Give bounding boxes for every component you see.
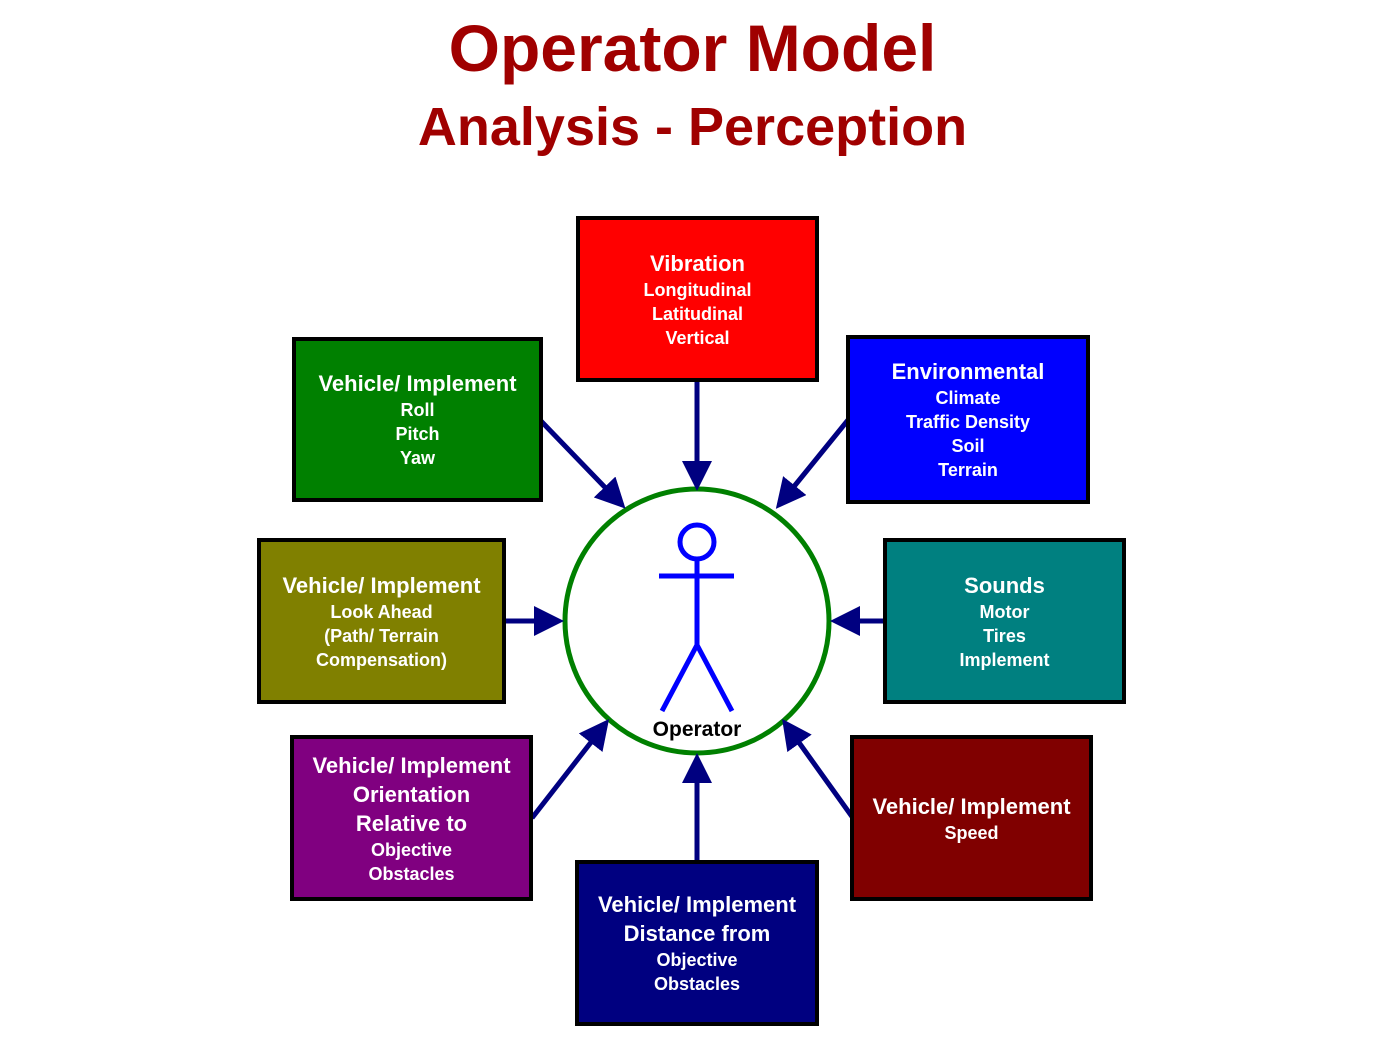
box-heading: Vehicle/ Implement	[318, 371, 517, 396]
box-item: Obstacles	[653, 974, 741, 994]
box-item: Longitudinal	[643, 279, 752, 300]
box-item: Terrain	[938, 460, 998, 480]
box-item: Vertical	[665, 327, 730, 348]
box-item: Implement	[959, 649, 1050, 670]
box-item: Pitch	[395, 424, 440, 444]
box-item: Objective	[656, 950, 738, 970]
box-heading: Distance from	[623, 921, 771, 946]
box-item: Objective	[370, 839, 453, 860]
arrow-environmental	[775, 418, 850, 509]
box-item: Tires	[983, 625, 1026, 646]
box-item: Motor	[979, 601, 1030, 622]
box-item: Soil	[951, 436, 985, 456]
box-item: Traffic Density	[905, 412, 1031, 432]
arrow-roll-pitch-yaw	[538, 418, 626, 509]
box-item: Latitudinal	[652, 303, 743, 324]
box-heading: Vehicle/ Implement	[282, 572, 481, 598]
arrow-speed	[782, 718, 856, 820]
operator-label: Operator	[652, 718, 742, 741]
box-item: Compensation)	[315, 649, 447, 670]
subtitle: Analysis - Perception	[417, 97, 968, 157]
box-heading: Vehicle/ Implement	[597, 892, 797, 917]
box-heading: Vehicle/ Implement	[312, 752, 511, 778]
box-heading: Relative to	[355, 810, 468, 836]
box-item: Climate	[935, 388, 1001, 408]
box-item: Yaw	[399, 448, 436, 468]
box-item: Speed	[944, 822, 999, 843]
box-item: (Path/ Terrain	[324, 625, 439, 646]
title: Operator Model	[448, 11, 937, 85]
box-heading: Sounds	[964, 572, 1045, 598]
box-item: Roll	[400, 400, 435, 420]
arrow-orientation	[530, 719, 610, 820]
box-heading: Orientation	[352, 781, 471, 807]
box-heading: Environmental	[891, 359, 1045, 384]
stick-figure-icon	[659, 522, 735, 713]
box-heading: Vehicle/ Implement	[872, 793, 1071, 819]
box-heading: Vibration	[650, 250, 745, 276]
box-item: Obstacles	[368, 863, 455, 884]
box-item: Look Ahead	[330, 601, 433, 622]
